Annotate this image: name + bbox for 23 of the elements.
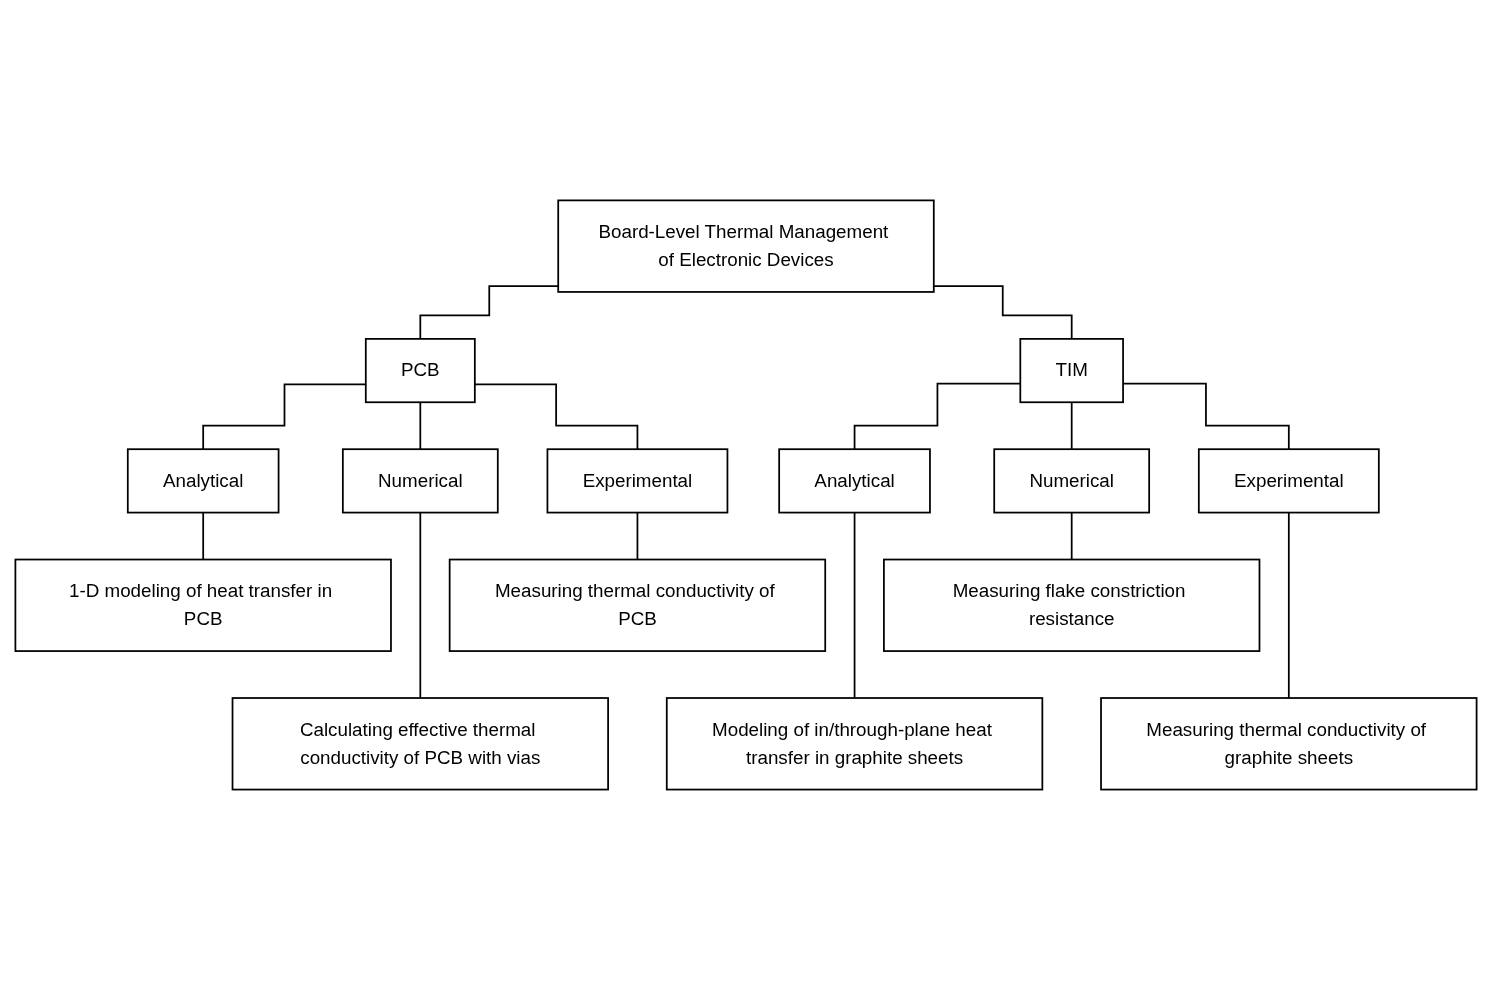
connector xyxy=(853,511,856,699)
connector xyxy=(1287,511,1290,699)
node-box: TIM xyxy=(1019,337,1124,403)
node-box: Measuring thermal conductivity of graphite sheets xyxy=(1100,696,1478,790)
connector xyxy=(202,511,205,560)
connector xyxy=(1070,400,1073,450)
node-box: Numerical xyxy=(993,447,1151,513)
node-box: Calculating effective thermal conductivity of PCB with vias xyxy=(231,696,609,790)
connector xyxy=(419,400,422,450)
connector xyxy=(636,511,639,560)
connector xyxy=(1070,511,1073,560)
node-box: Modeling of in/through-plane heat transfer in graphite sheets xyxy=(665,696,1044,790)
connector xyxy=(419,511,422,699)
node-box: Experimental xyxy=(546,447,729,513)
node-box: 1-D modeling of heat transfer in PCB xyxy=(14,558,392,652)
node-box: Measuring flake constriction resistance xyxy=(883,558,1261,652)
node-box: Analytical xyxy=(126,447,280,513)
node-box: Measuring thermal conductivity of PCB xyxy=(448,558,827,652)
node-box: Numerical xyxy=(341,447,499,513)
node-box: PCB xyxy=(364,337,476,403)
node-box: Experimental xyxy=(1197,447,1380,513)
node-box: Board-Level Thermal Management of Electronic Devices xyxy=(557,199,935,293)
node-box: Analytical xyxy=(778,447,931,513)
